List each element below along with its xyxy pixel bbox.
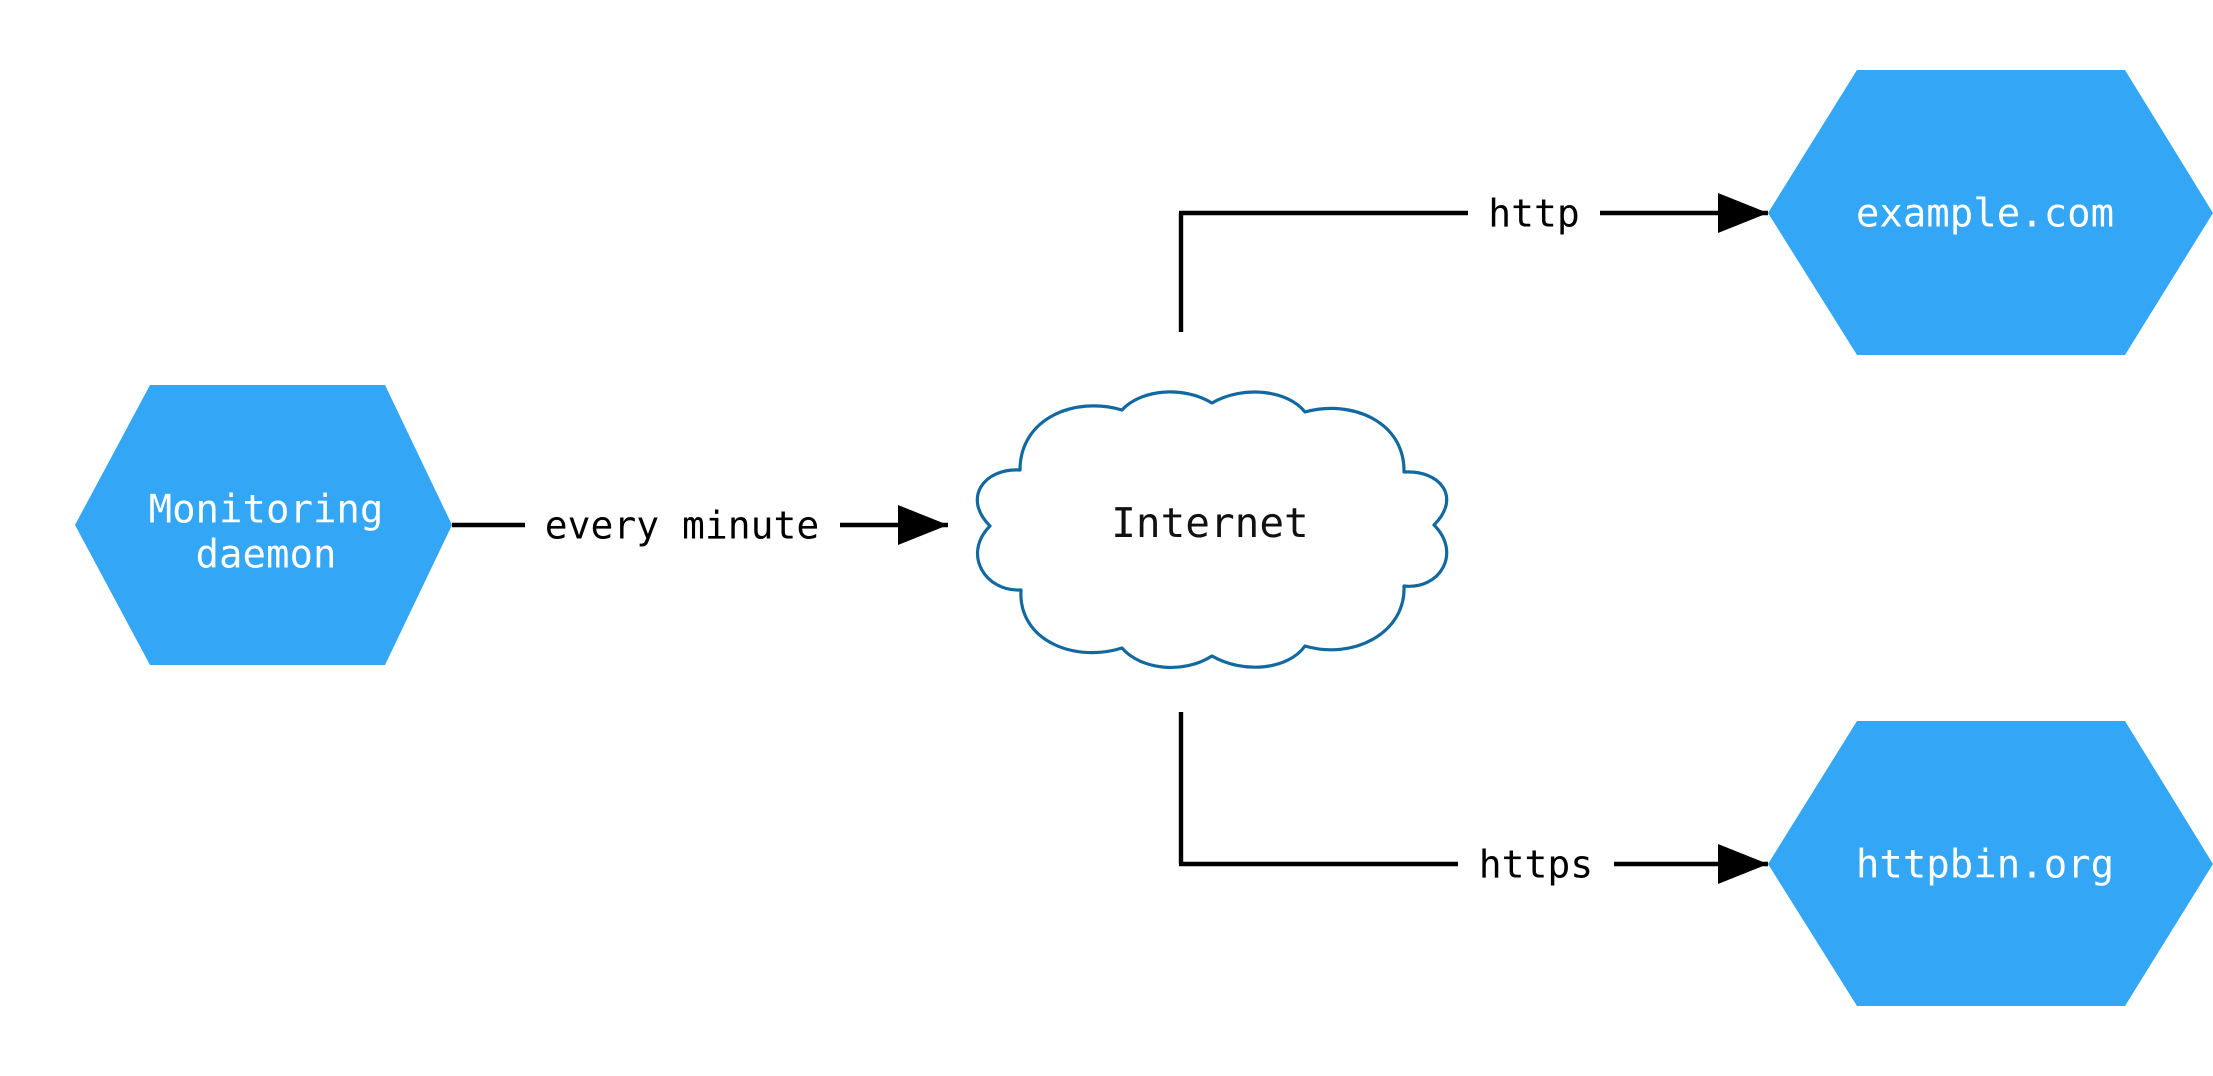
cloud-shape-internet [975,390,1449,669]
node-label-monitoring-daemon-line2: daemon [196,533,337,578]
hexagon-shape-example-com [1768,70,2213,355]
node-label-example-com: example.com [1856,192,2114,237]
arrowhead-internet-to-example [1718,193,1768,233]
edge-internet-to-example[interactable]: http [1178,192,1768,333]
node-label-httpbin-org: httpbin.org [1856,843,2114,888]
edge-label-https: https [1479,843,1593,887]
node-label-internet: Internet [1111,499,1308,547]
node-label-monitoring-daemon-line1: Monitoring [149,488,384,533]
node-example-com[interactable]: example.com [1768,70,2213,355]
node-monitoring-daemon[interactable]: Monitoring daemon [75,385,452,665]
node-internet[interactable]: Internet [975,390,1449,669]
edge-label-http: http [1488,192,1580,236]
edge-label-every-minute: every minute [545,504,820,548]
node-httpbin-org[interactable]: httpbin.org [1768,721,2213,1006]
edge-internet-to-httpbin[interactable]: https [1178,712,1768,887]
arrowhead-internet-to-httpbin [1718,844,1768,884]
hexagon-shape-httpbin-org [1768,721,2213,1006]
arrowhead-daemon-to-internet [898,505,948,545]
edge-daemon-to-internet[interactable]: every minute [452,504,948,548]
hexagon-shape-monitoring-daemon [75,385,452,665]
